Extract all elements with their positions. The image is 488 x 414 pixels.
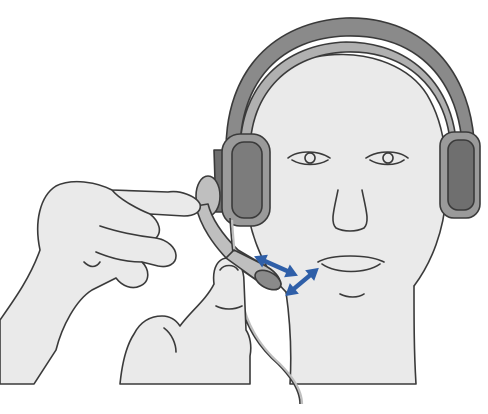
head-icon <box>244 54 446 384</box>
left-ear-cushion-pad <box>232 142 262 218</box>
right-ear-cushion-pad <box>448 140 474 210</box>
neck <box>286 286 416 384</box>
